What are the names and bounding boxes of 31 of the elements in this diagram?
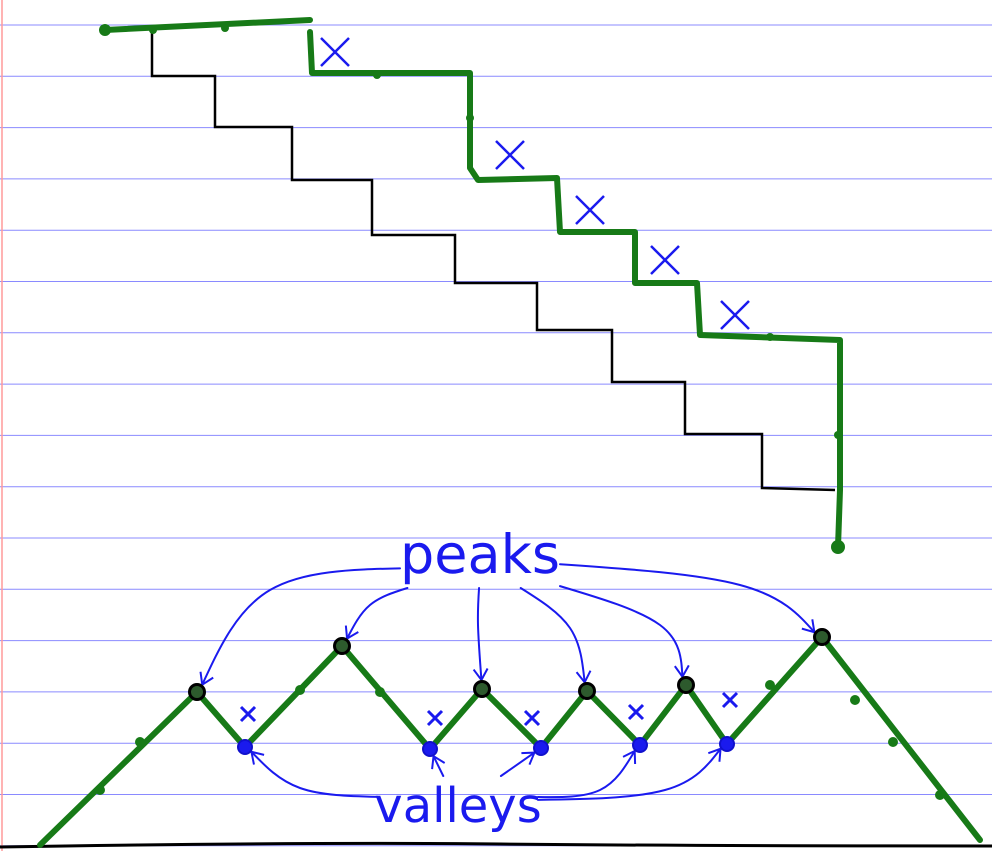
zigzag-line bbox=[729, 640, 820, 742]
valley-point bbox=[422, 741, 438, 757]
leader-arrow bbox=[537, 748, 722, 801]
zigzag-line bbox=[543, 695, 584, 745]
zigzag-line bbox=[590, 694, 638, 742]
zigzag-line bbox=[248, 650, 339, 744]
zigzag-line bbox=[37, 695, 194, 848]
peak-point bbox=[578, 682, 596, 700]
zigzag-line bbox=[485, 692, 538, 746]
leader-arrow bbox=[559, 563, 816, 634]
peak-point bbox=[473, 680, 491, 698]
zigzag-line bbox=[344, 650, 428, 746]
zigzag-line bbox=[824, 641, 983, 843]
leader-arrow bbox=[250, 750, 379, 798]
zigzag-line bbox=[688, 689, 726, 740]
peak-point bbox=[813, 628, 831, 646]
leader-arrow bbox=[200, 567, 401, 686]
leader-arrow bbox=[431, 755, 446, 777]
leader-arrow bbox=[344, 587, 408, 640]
valleys-label: valleys bbox=[374, 782, 542, 830]
peaks-label: peaks bbox=[400, 528, 560, 582]
peak-point bbox=[677, 676, 695, 694]
leader-arrow bbox=[559, 585, 690, 678]
zigzag-line bbox=[432, 692, 480, 746]
leader-arrow bbox=[472, 587, 489, 682]
leader-arrow bbox=[520, 587, 592, 684]
leader-arrow bbox=[500, 752, 536, 777]
zigzag-line bbox=[200, 696, 243, 744]
peak-point bbox=[188, 683, 206, 701]
zigzag-line bbox=[642, 689, 684, 742]
leader-arrow bbox=[537, 750, 636, 798]
